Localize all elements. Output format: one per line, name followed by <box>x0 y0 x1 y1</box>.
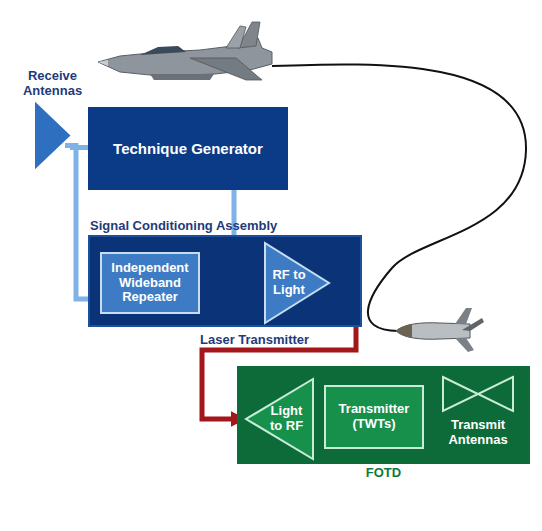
process-box: Independent Wideband Repeater <box>100 252 200 314</box>
assembly-box: Signal Conditioning AssemblyIndependent … <box>88 235 362 327</box>
outer-label: Signal Conditioning Assembly <box>90 219 277 234</box>
outer-label: Transmit Antennas <box>442 418 514 448</box>
node-label: Transmitter (TWTs) <box>329 402 419 432</box>
process-box: Transmitter (TWTs) <box>324 385 424 449</box>
outer-label: FOTD <box>366 466 401 481</box>
receive-antenna-outline <box>35 103 70 168</box>
receive-antenna: Receive Antennas <box>35 103 70 168</box>
assembly-box: FOTDLight to RFTransmitter (TWTs)Transmi… <box>237 366 530 464</box>
jet-aircraft <box>98 22 272 80</box>
edge-label: Laser Transmitter <box>198 332 311 347</box>
node-label: RF to Light <box>268 268 310 298</box>
node-label: Light to RF <box>266 404 308 434</box>
towed-decoy <box>396 308 484 352</box>
transmit-antenna: Transmit Antennas <box>442 376 514 412</box>
process-box: Technique Generator <box>88 107 288 190</box>
outer-label: Receive Antennas <box>18 69 88 99</box>
converter-triangle: RF to Light <box>264 242 330 324</box>
transmit-antenna-outline <box>442 376 514 412</box>
node-label: Independent Wideband Repeater <box>105 261 195 306</box>
converter-triangle: Light to RF <box>245 378 314 460</box>
node-label: Technique Generator <box>113 140 263 157</box>
